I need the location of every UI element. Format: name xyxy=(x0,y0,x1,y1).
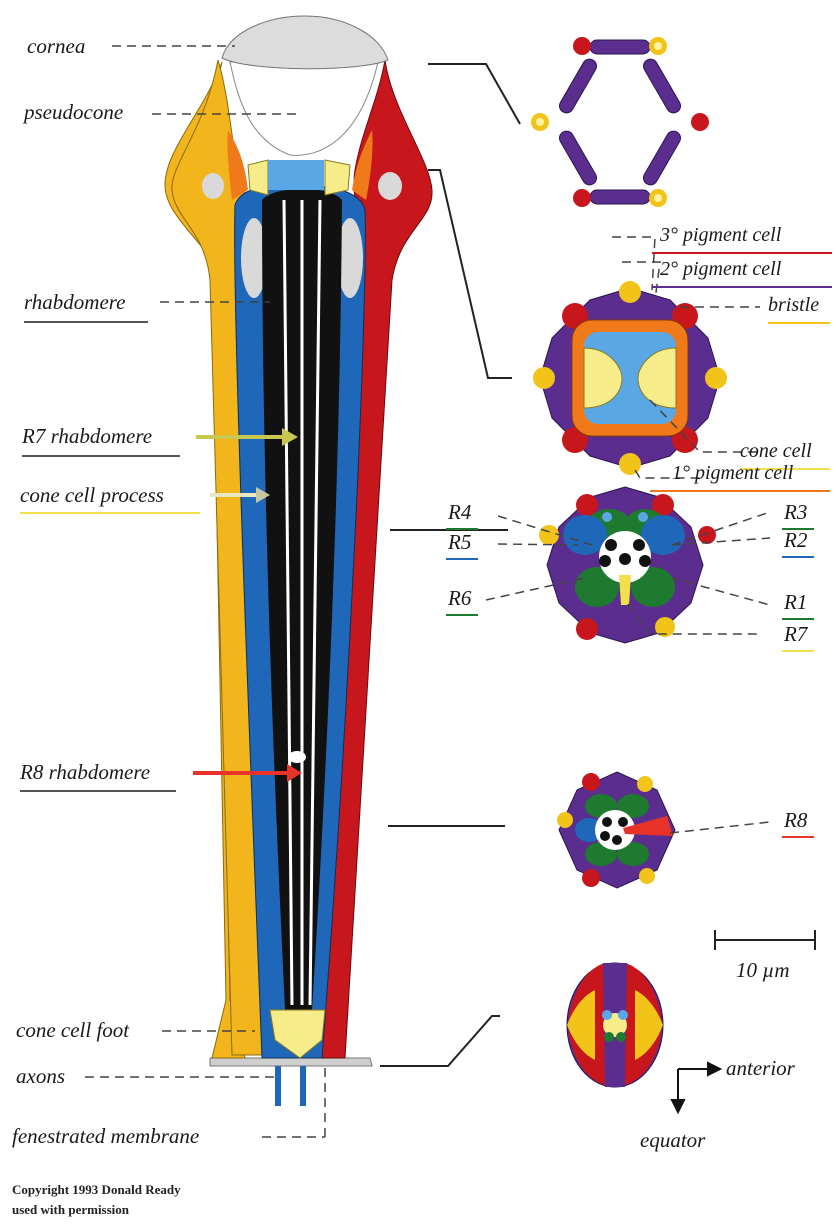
label-R5: R5 xyxy=(448,530,471,555)
axon-left xyxy=(275,1066,281,1106)
underline-rhabdomere xyxy=(24,321,148,323)
label-r8-rhabdomere: R8 rhabdomere xyxy=(20,760,150,785)
orientation-arrows xyxy=(672,1063,720,1112)
underline-R8 xyxy=(782,836,814,838)
scale-bar xyxy=(715,930,815,950)
label-2-pigment-cell: 2° pigment cell xyxy=(660,258,781,281)
pseudocone xyxy=(230,62,378,155)
pigment-nucleus xyxy=(378,172,402,200)
label-cone-cell-process: cone cell process xyxy=(20,483,164,508)
label-R8: R8 xyxy=(784,808,807,833)
label-R3: R3 xyxy=(784,500,807,525)
copyright-line2: used with permission xyxy=(12,1202,129,1218)
label-rhabdomere: rhabdomere xyxy=(24,290,126,315)
cone-cell-center xyxy=(268,160,324,190)
label-R6: R6 xyxy=(448,586,471,611)
underline-cone-process xyxy=(20,512,200,514)
label-R4: R4 xyxy=(448,500,471,525)
cross-section-r8 xyxy=(557,772,675,888)
underline-r8 xyxy=(20,790,176,792)
underline-r7 xyxy=(22,455,180,457)
axon-right xyxy=(300,1066,306,1106)
cone-cell-top xyxy=(248,160,268,195)
underline-R6 xyxy=(446,614,478,616)
label-fenestrated-membrane: fenestrated membrane xyxy=(12,1124,199,1149)
copyright-line1: Copyright 1993 Donald Ready xyxy=(12,1182,181,1198)
underline-R7 xyxy=(782,650,814,652)
label-R2: R2 xyxy=(784,528,807,553)
label-cone-cell-foot: cone cell foot xyxy=(16,1018,129,1043)
underline-R5 xyxy=(446,558,478,560)
label-cornea: cornea xyxy=(27,34,85,59)
underline-R2 xyxy=(782,556,814,558)
cross-section-cornea xyxy=(531,37,709,207)
label-1-pigment-cell: 1° pigment cell xyxy=(672,462,793,485)
label-bristle: bristle xyxy=(768,294,819,317)
cross-section-base xyxy=(567,963,663,1087)
label-scale: 10 µm xyxy=(736,958,790,983)
label-R7: R7 xyxy=(784,622,807,647)
label-equator: equator xyxy=(640,1128,705,1153)
label-cone-cell: cone cell xyxy=(740,440,812,463)
label-r7-rhabdomere: R7 rhabdomere xyxy=(22,424,152,449)
longitudinal-section xyxy=(165,16,432,1106)
label-3-pigment-cell: 3° pigment cell xyxy=(660,224,781,247)
cornea xyxy=(222,16,388,69)
fenestrated-membrane-base xyxy=(210,1058,372,1066)
underline-1-pigment xyxy=(650,490,830,492)
bristle-nucleus xyxy=(202,173,224,199)
underline-3-pigment xyxy=(652,252,832,254)
underline-R1 xyxy=(782,618,814,620)
label-axons: axons xyxy=(16,1064,65,1089)
underline-bristle xyxy=(768,322,830,324)
label-anterior: anterior xyxy=(726,1056,795,1081)
label-R1: R1 xyxy=(784,590,807,615)
underline-2-pigment xyxy=(652,286,832,288)
label-pseudocone: pseudocone xyxy=(24,100,123,125)
cross-section-cone xyxy=(533,281,727,475)
cross-section-r1-r7 xyxy=(539,487,716,643)
